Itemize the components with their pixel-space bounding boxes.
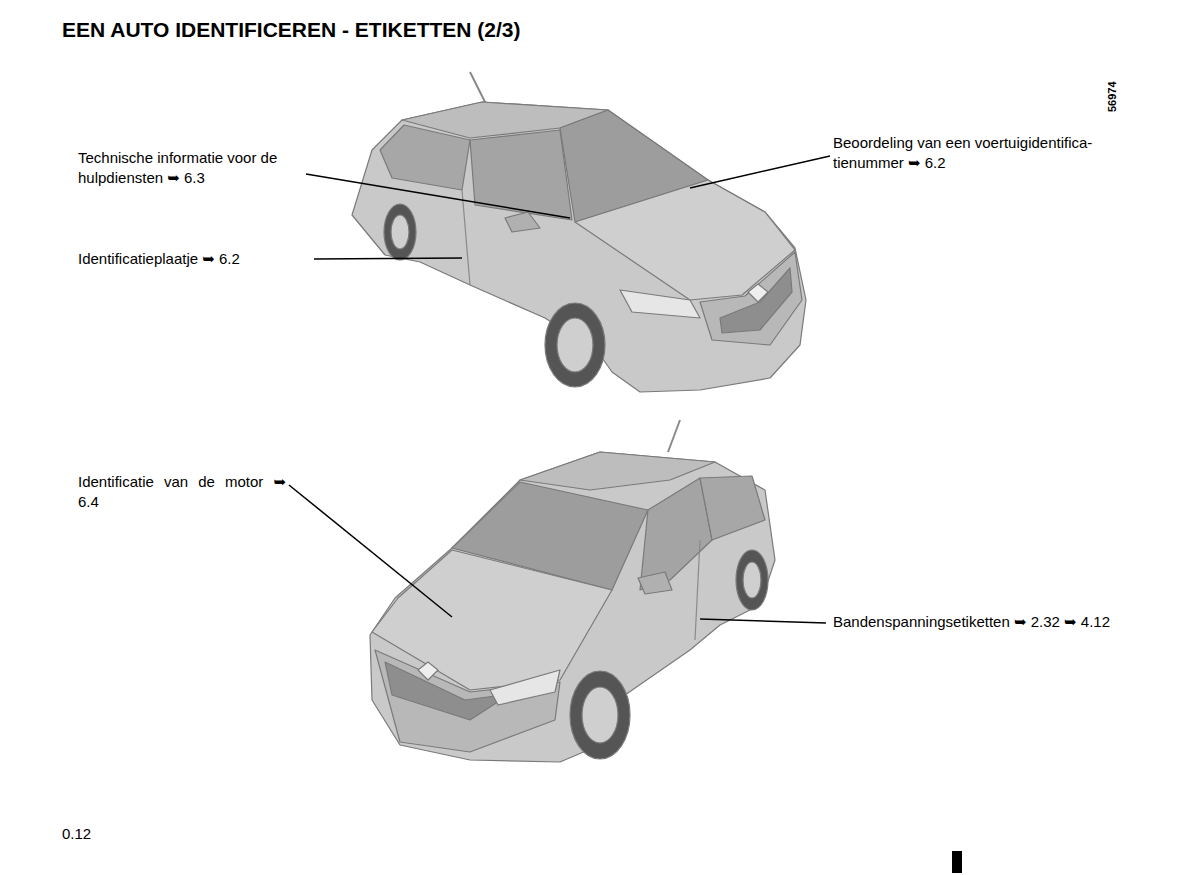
car-roof [520, 452, 715, 490]
callout-label: Bandenspanningsetiketten ➥ 2.32 ➥ 4.12 [833, 612, 1123, 632]
page-marker [952, 851, 962, 873]
door-line [462, 190, 470, 285]
wheel [545, 303, 605, 387]
antenna [668, 420, 680, 452]
antenna [470, 72, 487, 106]
logo [418, 662, 438, 680]
car-top [352, 72, 806, 392]
rim [557, 318, 593, 372]
headlight [620, 290, 700, 318]
callout-label: Identificatieplaatje ➥ 6.2 [78, 249, 310, 269]
rim [743, 562, 761, 598]
car-body [370, 452, 775, 762]
leader-line [690, 156, 830, 188]
headlight [490, 670, 560, 705]
car-bottom [370, 420, 775, 762]
front-bumper [700, 252, 802, 345]
mirror [638, 572, 672, 594]
page-title: EEN AUTO IDENTIFICEREN - ETIKETTEN (2/3) [62, 18, 521, 42]
rear-window [700, 476, 765, 540]
wheel [570, 671, 630, 759]
grille [720, 268, 792, 333]
leader-line [306, 174, 570, 218]
figure-number: 56974 [1102, 72, 1122, 112]
callout-label: Technische informatie voor de hulpdienst… [78, 148, 310, 188]
front-bumper [375, 650, 560, 752]
door-line [695, 540, 700, 640]
rim [391, 215, 409, 249]
wheel [384, 204, 416, 260]
callout-label: Beoordeling van een voertuigidentifica- … [833, 133, 1133, 173]
leader-line [314, 258, 462, 259]
leader-line [289, 485, 452, 617]
logo [748, 284, 768, 302]
leader-line [700, 619, 826, 623]
front-window [470, 130, 572, 220]
mirror [505, 212, 540, 232]
page-number: 0.12 [62, 824, 122, 844]
leader-lines [289, 156, 830, 623]
rear-window [380, 125, 470, 190]
rim [582, 687, 618, 743]
front-window [640, 478, 712, 590]
callout-label: Identificatie van de motor ➥ 6.4 [78, 472, 286, 512]
car-body [352, 102, 806, 392]
wheel [736, 550, 768, 610]
